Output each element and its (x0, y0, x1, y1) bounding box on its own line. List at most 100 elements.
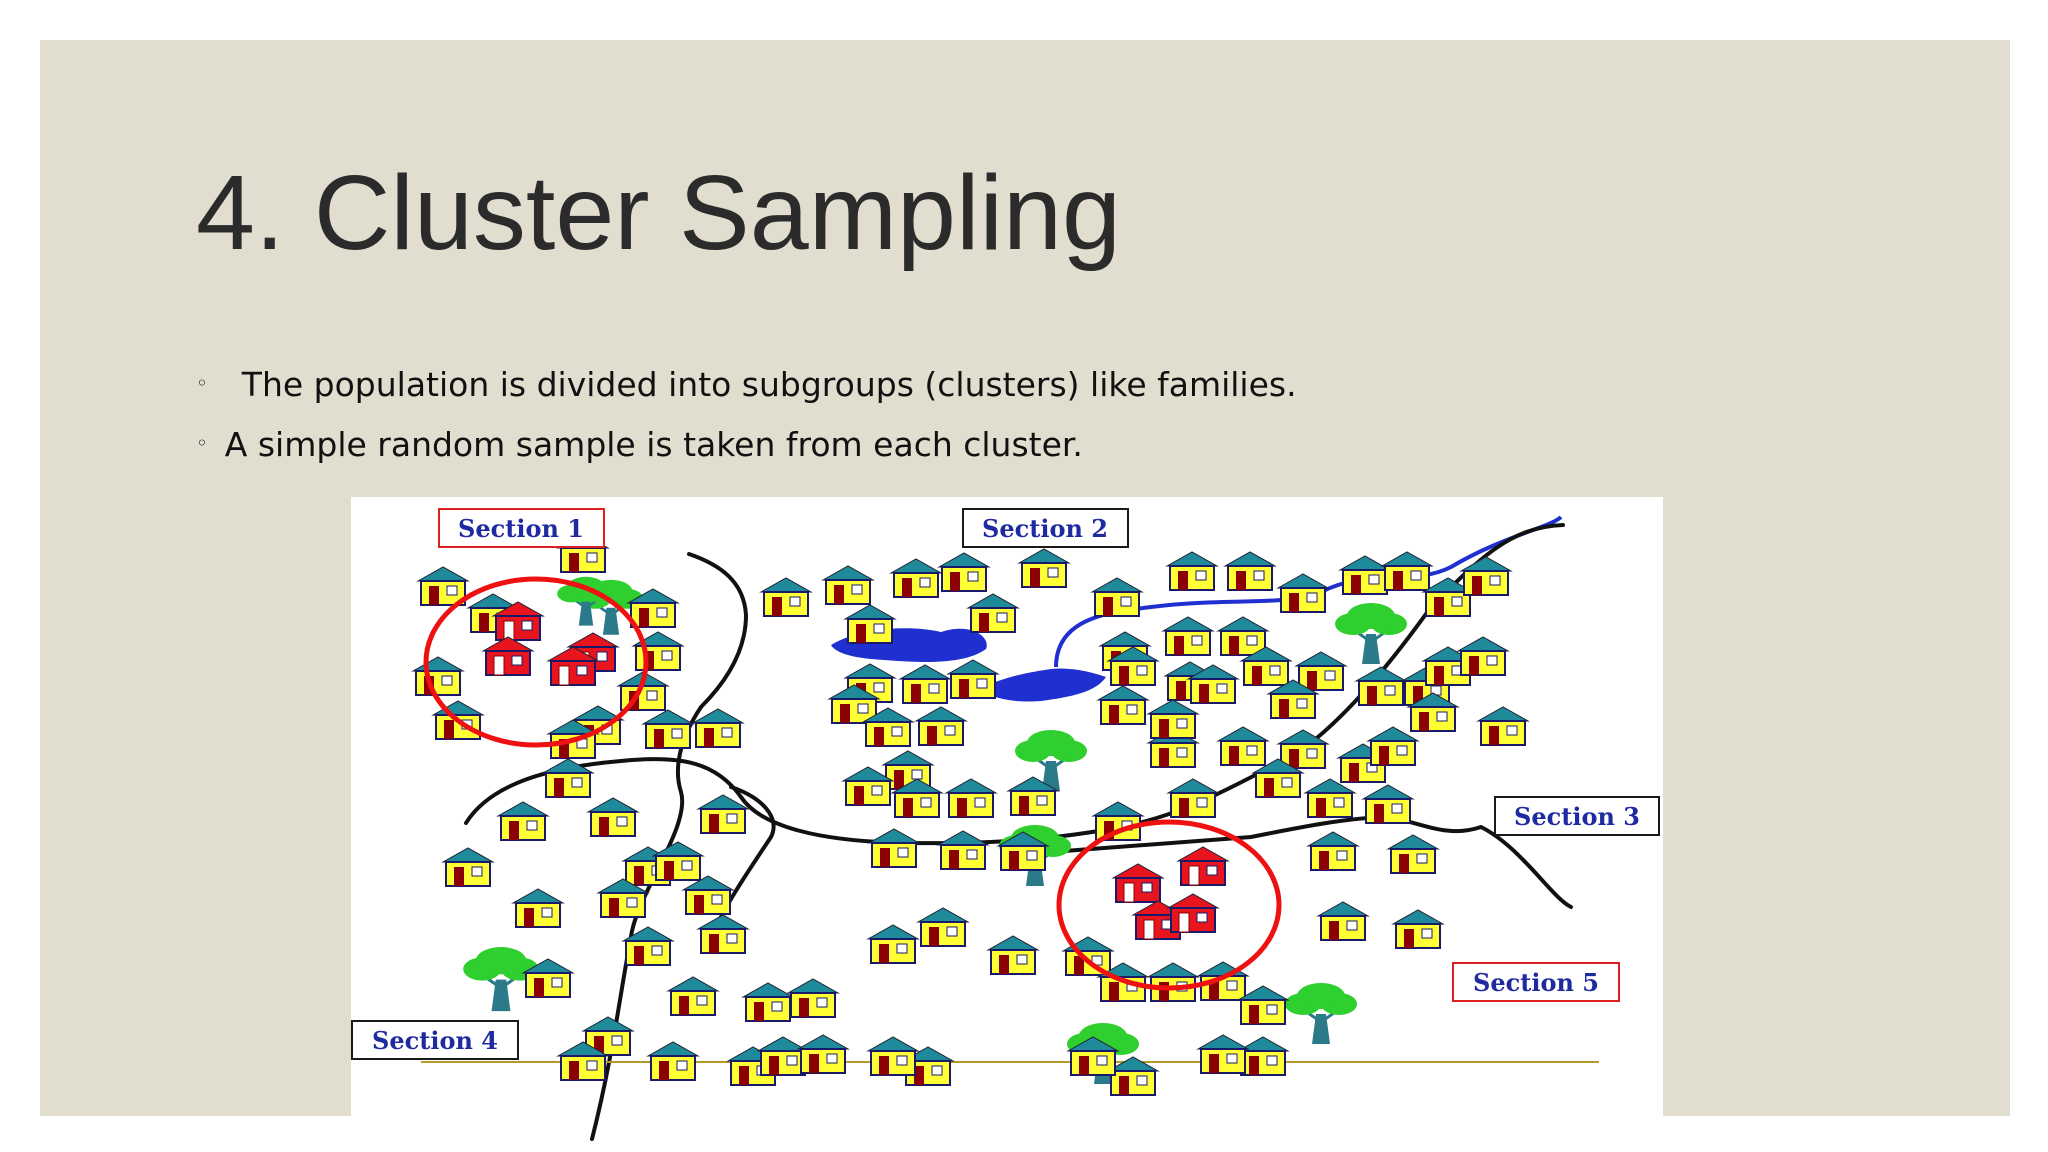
house-icon (1186, 664, 1240, 704)
house-icon (581, 1016, 635, 1056)
cluster-sampling-map: Section 1 Section 2 Section 3 Section 4 … (351, 497, 1663, 1141)
house-icon (1476, 706, 1530, 746)
section-label-4: Section 4 (351, 1020, 519, 1060)
house-icon (1354, 666, 1408, 706)
house-icon (861, 707, 915, 747)
road (590, 552, 749, 1141)
house-icon (1216, 616, 1270, 656)
house-icon (541, 758, 595, 798)
house-icon (867, 828, 921, 868)
house-icon (1306, 831, 1360, 871)
cluster-circle-1 (423, 576, 649, 748)
house-icon (1066, 1036, 1120, 1076)
section-box-3 (1494, 796, 1660, 836)
tree-icon (1335, 603, 1407, 664)
house-icon (786, 978, 840, 1018)
house-icon (1223, 551, 1277, 591)
house-icon (441, 847, 495, 887)
house-icon (646, 1041, 700, 1081)
house-icon (741, 982, 795, 1022)
house-icon (1303, 778, 1357, 818)
house-icon (651, 841, 705, 881)
house-icon (1276, 573, 1330, 613)
house-icon (1161, 616, 1215, 656)
sampled-house-icon (481, 636, 535, 676)
house-icon (1165, 551, 1219, 591)
house-icon (1406, 692, 1460, 732)
house-icon (1316, 901, 1370, 941)
sampled-house-icon (1166, 893, 1220, 933)
section-label-3: Section 3 (1494, 796, 1660, 836)
house-icon (641, 709, 695, 749)
cluster-circle-2 (1056, 819, 1282, 991)
house-icon (1421, 577, 1475, 617)
house-icon (411, 656, 465, 696)
house-icon (946, 659, 1000, 699)
house-icon (1336, 743, 1390, 783)
section-label-text: Section 1 (458, 514, 584, 543)
house-icon (936, 830, 990, 870)
house-icon (1266, 679, 1320, 719)
house-icon (821, 565, 875, 605)
house-icon (841, 766, 895, 806)
house-icon (1166, 778, 1220, 818)
house-icon (626, 588, 680, 628)
house-icon (1276, 729, 1330, 769)
bullet-item: ◦A simple random sample is taken from ea… (196, 428, 1083, 461)
section-labels: Section 1 Section 2 Section 3 Section 4 … (351, 508, 1660, 1060)
house-icon (1091, 801, 1145, 841)
bullet-item: ◦ The population is divided into subgroup… (196, 368, 1297, 401)
house-icon (937, 552, 991, 592)
house-icon (1146, 699, 1200, 739)
house-icon (1251, 758, 1305, 798)
tree-icon (1285, 983, 1357, 1044)
bullet-text: The population is divided into subgroups… (241, 365, 1297, 404)
house-icon (1459, 556, 1513, 596)
sampled-house-icon (1111, 863, 1165, 903)
house-icon (1391, 909, 1445, 949)
section-box-2 (962, 508, 1129, 548)
map-illustration: Section 1 Section 2 Section 3 Section 4 … (351, 508, 1660, 1141)
house-icon (890, 778, 944, 818)
pond (981, 668, 1106, 702)
house-icon (1294, 651, 1348, 691)
house-icon (596, 878, 650, 918)
sampled-house-icon (491, 601, 545, 641)
house-icon (1216, 726, 1270, 766)
house-icon (1146, 962, 1200, 1002)
house-icon (1236, 985, 1290, 1025)
house-icon (696, 794, 750, 834)
house-icon (696, 914, 750, 954)
tree-icon (1015, 730, 1087, 791)
sampled-house-icon (1176, 846, 1230, 886)
house-icon (843, 604, 897, 644)
house-icon (889, 558, 943, 598)
house-icon (866, 1036, 920, 1076)
section-box-1 (438, 508, 605, 548)
bullet-marker-icon: ◦ (196, 371, 208, 395)
house-icon (1239, 646, 1293, 686)
sampled-house-icon (546, 646, 600, 686)
house-icon (556, 1041, 610, 1081)
house-icon (944, 778, 998, 818)
house-icon (666, 976, 720, 1016)
house-icon (914, 706, 968, 746)
house-icon (1456, 636, 1510, 676)
section-label-text: Section 3 (1514, 802, 1640, 831)
bullet-text: A simple random sample is taken from eac… (224, 425, 1083, 464)
house-icon (986, 935, 1040, 975)
house-icon (1196, 1034, 1250, 1074)
cluster-circles (423, 576, 1282, 991)
house-icon (996, 831, 1050, 871)
house-icon (511, 888, 565, 928)
section-label-1: Section 1 (438, 508, 605, 548)
house-icon (866, 924, 920, 964)
section-label-2: Section 2 (962, 508, 1129, 548)
house-icon (1090, 577, 1144, 617)
house-icon (796, 1034, 850, 1074)
house-icon (681, 875, 735, 915)
house-icon (1106, 1056, 1160, 1096)
section-label-text: Section 4 (372, 1026, 498, 1055)
house-icon (1361, 784, 1415, 824)
house-icon (916, 907, 970, 947)
